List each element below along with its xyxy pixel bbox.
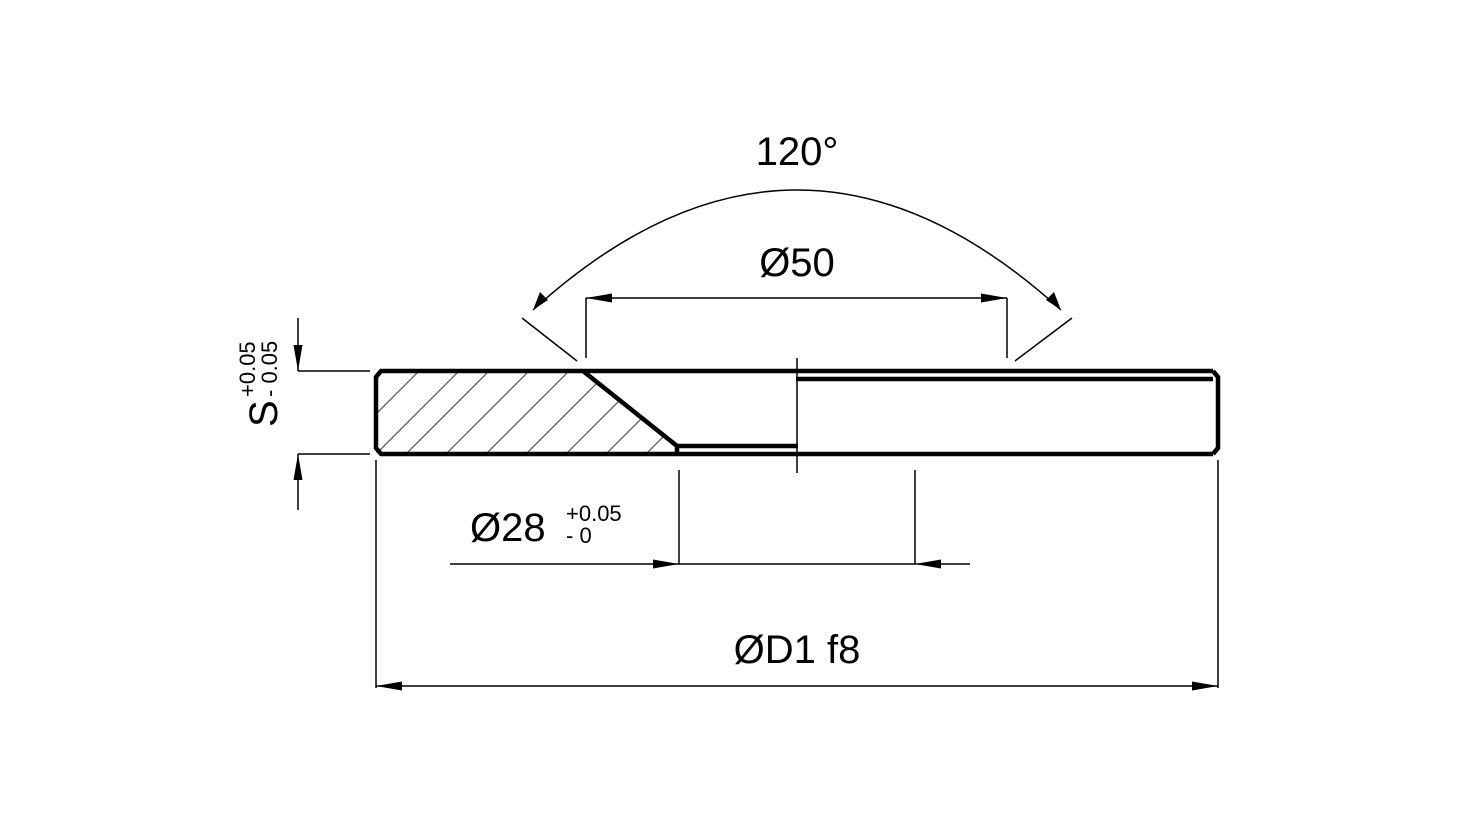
counterbore-dimension: Ø50 (585, 241, 1008, 358)
angle-arc (532, 189, 1062, 311)
bore-lower-tolerance: - 0 (566, 523, 592, 548)
bore-label: Ø28 (470, 506, 546, 550)
thickness-label: S (242, 400, 286, 427)
part-outline-left (373, 368, 677, 457)
angle-arrow-right (1046, 292, 1061, 310)
bore-upper-tolerance: +0.05 (566, 501, 622, 526)
od-arrow-left (376, 681, 402, 691)
outer-diameter-dimension: ØD1 f8 (375, 460, 1219, 691)
angle-extension-right (1014, 317, 1073, 362)
thickness-arrow-top (293, 345, 303, 371)
section-hatching (376, 372, 677, 453)
part-section (373, 358, 1221, 473)
angle-extension-left (521, 317, 578, 362)
counterbore-label: Ø50 (759, 241, 835, 285)
bore-arrow-right (915, 559, 941, 569)
thickness-lower-tolerance: - 0.05 (257, 341, 282, 397)
bore-dimension: Ø28 +0.05 - 0 (450, 470, 970, 569)
od-arrow-right (1192, 681, 1218, 691)
angle-dimension: 120° (521, 130, 1073, 362)
bore-arrow-left (653, 559, 679, 569)
angle-label: 120° (756, 130, 839, 174)
angle-arrow-left (533, 292, 548, 310)
thickness-arrow-bottom (293, 454, 303, 480)
d50-arrow-right (981, 293, 1007, 303)
countersink-bevel (581, 369, 680, 454)
outer-diameter-label: ØD1 f8 (734, 628, 861, 672)
thickness-upper-tolerance: +0.05 (235, 341, 260, 397)
thickness-dimension: S +0.05 - 0.05 (235, 318, 370, 510)
part-outline-right (1211, 369, 1221, 456)
d50-arrow-left (586, 293, 612, 303)
